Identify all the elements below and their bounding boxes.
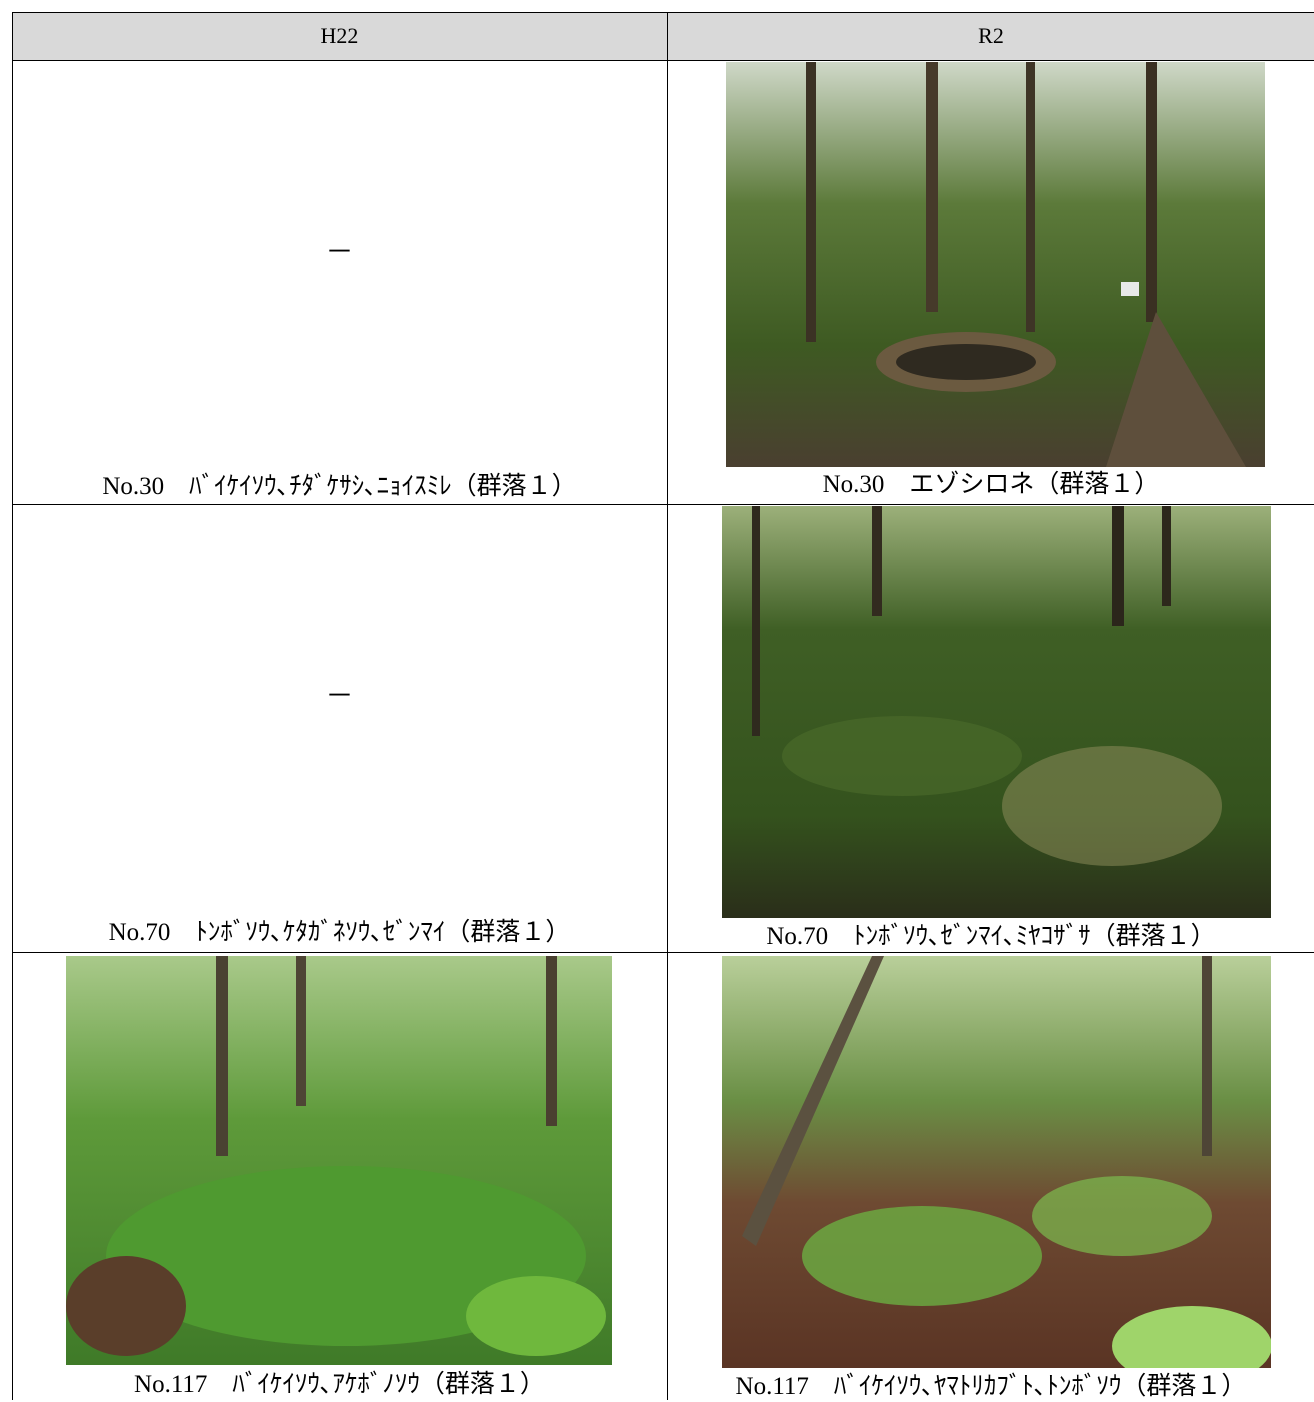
- no-photo-placeholder: －: [325, 237, 354, 268]
- table-border-top: [12, 12, 1314, 13]
- photo-caption: No.117 ﾊﾞｲｹｲｿｳ､ﾔﾏﾄﾘｶﾌﾞﾄ､ﾄﾝﾎﾞｿｳ（群落１）: [735, 1373, 1247, 1400]
- forest-photo-no117-r2: [722, 956, 1271, 1368]
- row-divider: [12, 952, 1314, 953]
- header-cell-r2: [668, 12, 1314, 60]
- photo-caption: No.70 ﾄﾝﾎﾞｿｳ､ｹﾀｶﾞﾈｿｳ､ｾﾞﾝﾏｲ（群落１）: [108, 919, 571, 946]
- photo-caption: No.30 ﾊﾞｲｹｲｿｳ､ﾁﾀﾞｹｻｼ､ﾆｮｲｽﾐﾚ（群落１）: [102, 473, 577, 500]
- photo-caption: No.70 ﾄﾝﾎﾞｿｳ､ｾﾞﾝﾏｲ､ﾐﾔｺｻﾞｻ（群落１）: [766, 923, 1216, 950]
- photo-caption: No.117 ﾊﾞｲｹｲｿｳ､ｱｹﾎﾞﾉｿｳ（群落１）: [134, 1371, 545, 1398]
- no-photo-placeholder: －: [325, 681, 354, 712]
- table-border-left: [12, 12, 13, 1400]
- header-cell-h22: [12, 12, 667, 60]
- forest-photo-no117-h22: [66, 956, 612, 1365]
- header-h22: H22: [320, 23, 359, 48]
- forest-photo-no70-r2: [722, 506, 1271, 918]
- photo-caption: No.30 エゾシロネ（群落１）: [822, 471, 1160, 498]
- header-divider: [12, 60, 1314, 61]
- header-r2: R2: [978, 23, 1004, 48]
- forest-photo-no30-r2: [726, 62, 1265, 467]
- row-divider: [12, 504, 1314, 505]
- comparison-table: H22 R2 － No.30 ﾊﾞｲｹｲｿｳ､ﾁﾀﾞｹｻｼ､ﾆｮｲｽﾐﾚ（群落１…: [12, 12, 1314, 1400]
- column-divider: [667, 12, 668, 1400]
